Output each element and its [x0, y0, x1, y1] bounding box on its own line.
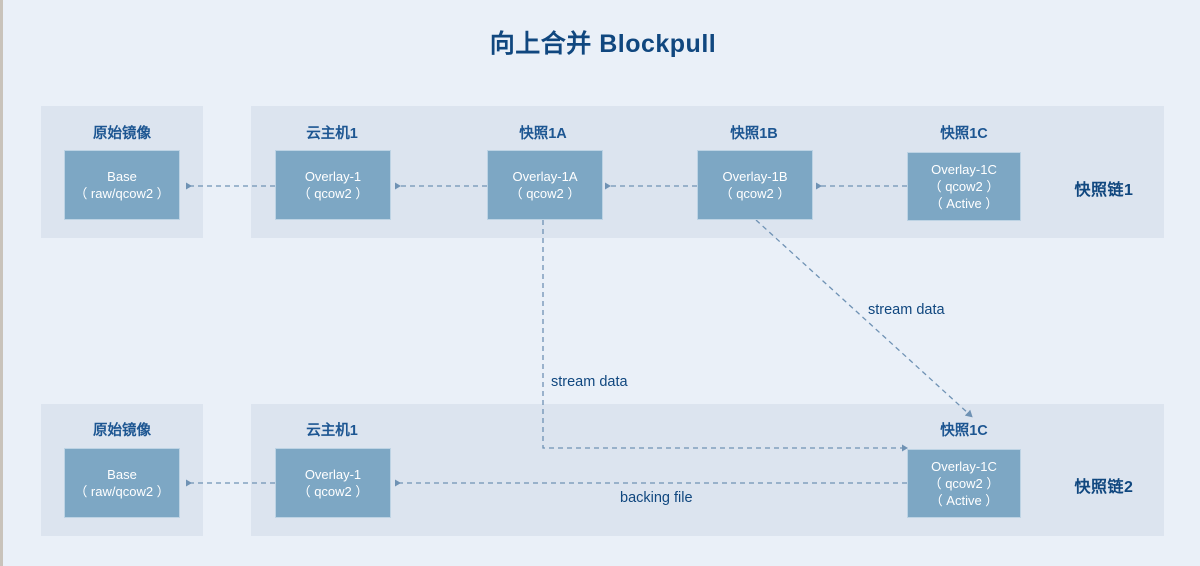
node-chain1-overlay-1b[interactable]: Overlay-1B （ qcow2 ） — [697, 150, 813, 220]
node-line-1: Overlay-1B — [722, 169, 788, 184]
node-line-2: （ qcow2 ） — [509, 186, 581, 201]
node-line-2: （ qcow2 ） — [928, 179, 1000, 194]
group-title-chain1-snapshot-1a: 快照1A — [519, 126, 567, 142]
node-line-2: （ raw/qcow2 ） — [74, 186, 170, 201]
chain2-label: 快照链2 — [1074, 479, 1134, 496]
node-chain1-base[interactable]: Base （ raw/qcow2 ） — [64, 150, 180, 220]
group-title-chain2-cloud-host: 云主机1 — [306, 423, 358, 439]
group-title-chain2-snapshot-1c: 快照1C — [940, 423, 988, 439]
node-line-1: Base — [107, 169, 137, 184]
node-line-2: （ qcow2 ） — [297, 484, 369, 499]
node-line-1: Overlay-1A — [512, 169, 578, 184]
node-chain2-base[interactable]: Base （ raw/qcow2 ） — [64, 448, 180, 518]
node-line-1: Overlay-1 — [304, 467, 362, 482]
node-line-2: （ qcow2 ） — [297, 186, 369, 201]
node-line-2: （ qcow2 ） — [719, 186, 791, 201]
node-line-1: Base — [107, 467, 137, 482]
node-line-3: （ Active ） — [929, 196, 999, 211]
group-title-chain2-original-image: 原始镜像 — [93, 423, 151, 439]
node-line-2: （ qcow2 ） — [928, 476, 1000, 491]
node-chain1-overlay-1a[interactable]: Overlay-1A （ qcow2 ） — [487, 150, 603, 220]
chain1-label: 快照链1 — [1074, 182, 1134, 199]
node-chain1-overlay-1c[interactable]: Overlay-1C （ qcow2 ） （ Active ） — [907, 152, 1021, 221]
node-chain2-overlay-1c[interactable]: Overlay-1C （ qcow2 ） （ Active ） — [907, 449, 1021, 518]
group-title-chain1-snapshot-1b: 快照1B — [730, 126, 778, 142]
edge-label-backing-file: backing file — [620, 490, 693, 506]
page-title: 向上合并 Blockpull — [489, 30, 717, 58]
node-line-3: （ Active ） — [929, 493, 999, 508]
group-title-chain1-cloud-host: 云主机1 — [306, 126, 358, 142]
node-line-1: Overlay-1 — [304, 169, 362, 184]
node-chain1-overlay-1[interactable]: Overlay-1 （ qcow2 ） — [275, 150, 391, 220]
group-title-chain1-original-image: 原始镜像 — [93, 126, 151, 142]
edge-label-stream-data-vertical: stream data — [551, 374, 628, 390]
node-line-1: Overlay-1C — [931, 459, 997, 474]
edge-label-stream-data-diagonal: stream data — [868, 302, 945, 318]
node-chain2-overlay-1[interactable]: Overlay-1 （ qcow2 ） — [275, 448, 391, 518]
group-title-chain1-snapshot-1c: 快照1C — [940, 126, 988, 142]
node-line-2: （ raw/qcow2 ） — [74, 484, 170, 499]
node-line-1: Overlay-1C — [931, 162, 997, 177]
